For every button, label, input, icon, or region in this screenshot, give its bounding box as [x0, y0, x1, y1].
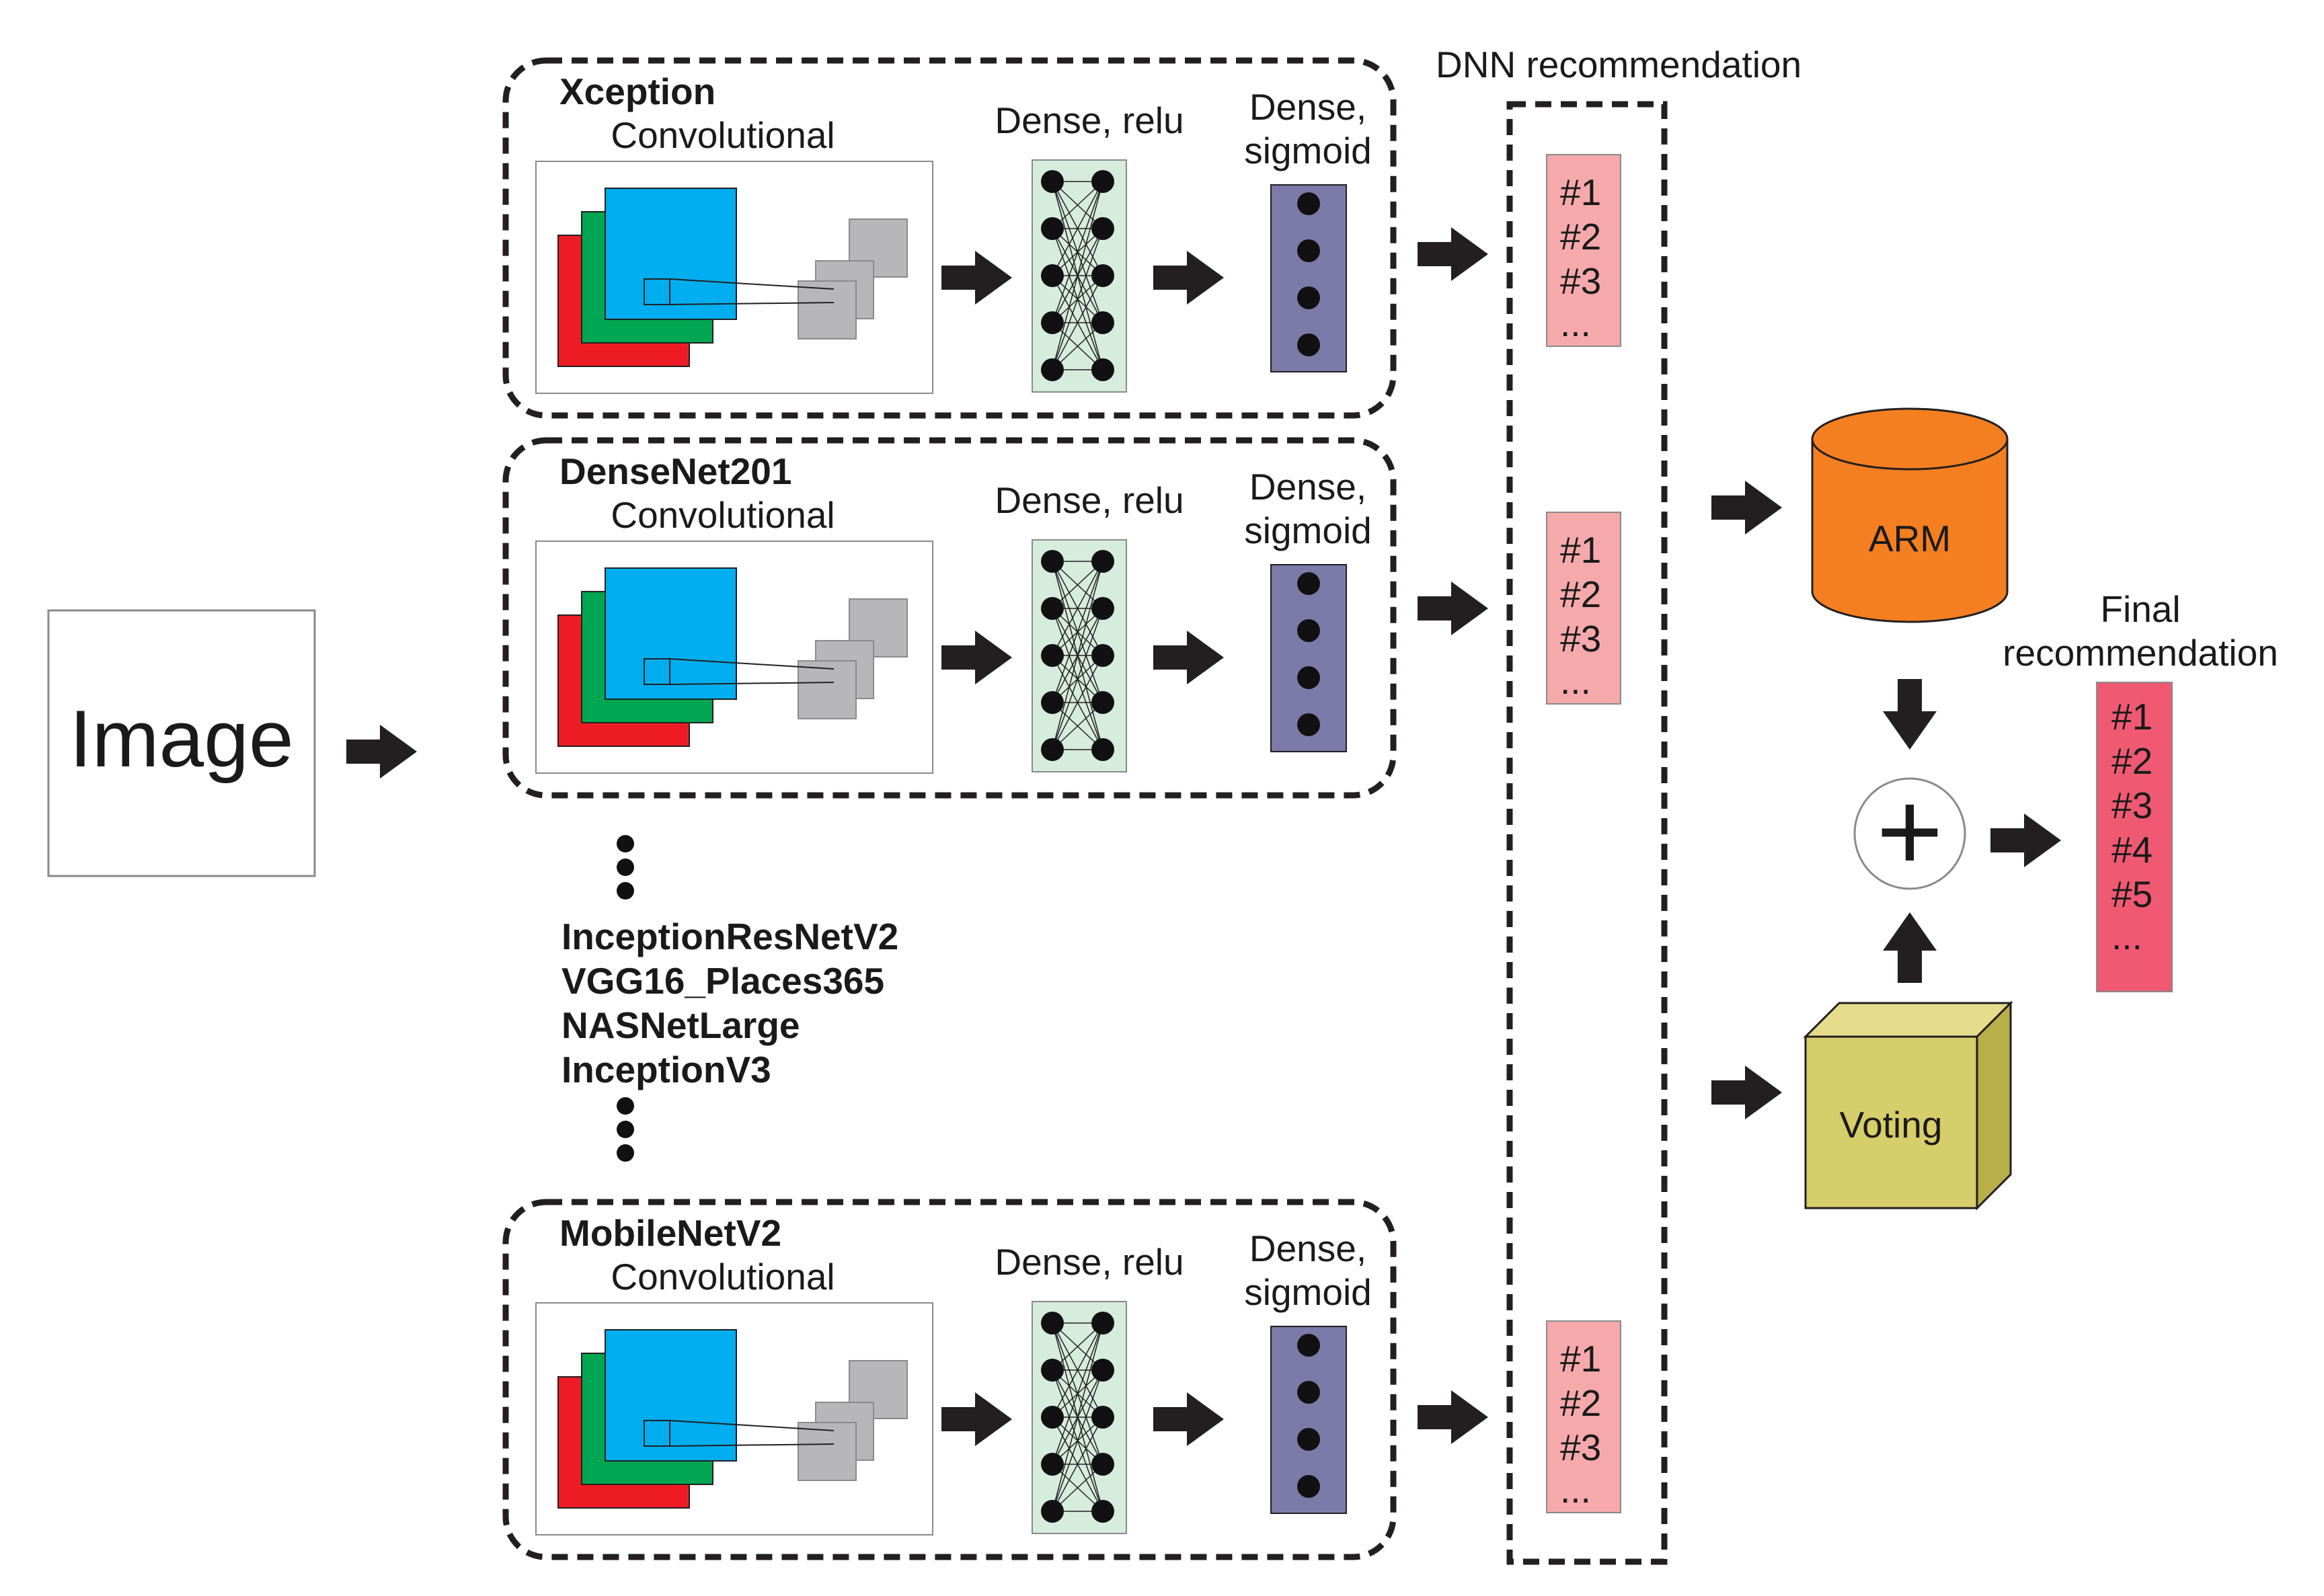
voting-node: Voting — [1803, 1000, 2013, 1211]
final-title-line2: recommendation — [2003, 632, 2278, 674]
module-name: Xception — [559, 71, 715, 112]
dnn-list-item: #1 — [1560, 1338, 1601, 1380]
arrow-dnn-to-voting — [1711, 1066, 1782, 1119]
dnn-list-item: ... — [1560, 1469, 1591, 1511]
dnn-list-item: #3 — [1560, 1427, 1601, 1468]
dnn-list-item: #2 — [1560, 1382, 1601, 1424]
dnn-list-item: #1 — [1560, 171, 1601, 213]
combine-node: + — [1853, 768, 1966, 895]
arrow-dense-to-sigmoid — [1153, 1392, 1224, 1446]
dense-sigmoid-layer — [1270, 564, 1347, 752]
arrow-conv-to-dense — [941, 1392, 1012, 1446]
dense-sigmoid-label-line2: sigmoid — [1244, 130, 1372, 171]
conv-feature-maps — [535, 1302, 933, 1535]
dense-sigmoid-layer — [1270, 1326, 1347, 1514]
other-models-list: InceptionResNetV2 VGG16_Places365 NASNet… — [561, 916, 898, 1090]
voting-label: Voting — [1840, 1104, 1943, 1146]
plus-icon: + — [1876, 768, 1943, 895]
dnn-list-2: #1 #2 #3 ... — [1546, 512, 1621, 705]
module-xception: Xception Convolutional Dense, relu — [502, 57, 1397, 419]
dense-relu-layer — [1032, 159, 1127, 393]
dnn-list-item: #2 — [1560, 216, 1601, 257]
dnn-list-item: #3 — [1560, 618, 1601, 660]
module-name: MobileNetV2 — [559, 1212, 781, 1254]
dnn-list-item: #1 — [1560, 529, 1601, 571]
dnn-list-item: ... — [1560, 303, 1591, 344]
final-list-item: ... — [2112, 916, 2142, 957]
dnn-list-item: #3 — [1560, 260, 1601, 302]
dense-relu-layer — [1032, 539, 1127, 772]
arrow-module1-to-dnn — [1418, 227, 1488, 281]
ellipsis-bottom — [617, 1097, 634, 1162]
dense-relu-label: Dense, relu — [995, 99, 1184, 141]
dense-relu-label: Dense, relu — [995, 1241, 1184, 1283]
arrow-module3-to-dnn — [1418, 1390, 1488, 1444]
final-list-item: #1 — [2112, 696, 2153, 737]
arm-node: ARM — [1811, 407, 2009, 623]
dense-sigmoid-layer — [1270, 184, 1347, 372]
arrow-dense-to-sigmoid — [1153, 251, 1224, 305]
arrow-image-to-modules — [346, 725, 417, 779]
arrow-dnn-to-arm — [1711, 481, 1782, 534]
ellipsis-top — [617, 835, 634, 900]
other-model-name: NASNetLarge — [561, 1004, 800, 1046]
dense-sigmoid-label-line2: sigmoid — [1244, 510, 1372, 551]
module-mobilenetv2: MobileNetV2 Convolutional Dense, relu — [502, 1199, 1397, 1560]
arrow-conv-to-dense — [941, 631, 1012, 684]
conv-feature-maps — [535, 161, 933, 394]
dense-sigmoid-label-line1: Dense, — [1249, 1228, 1366, 1269]
final-list-item: #5 — [2112, 873, 2153, 915]
final-list-item: #3 — [2112, 785, 2153, 826]
dense-sigmoid-label-line2: sigmoid — [1244, 1271, 1372, 1313]
arm-label: ARM — [1869, 518, 1951, 559]
other-model-name: VGG16_Places365 — [561, 960, 884, 1002]
arrow-dense-to-sigmoid — [1153, 631, 1224, 684]
dnn-recommendation-frame — [1506, 101, 1668, 1565]
conv-label: Convolutional — [611, 114, 835, 156]
conv-label: Convolutional — [611, 1256, 835, 1298]
dnn-list-1: #1 #2 #3 ... — [1546, 154, 1621, 347]
conv-label: Convolutional — [611, 494, 835, 536]
arrow-combine-to-final — [1990, 813, 2061, 867]
dnn-recommendation-title: DNN recommendation — [1436, 44, 1802, 85]
module-name: DenseNet201 — [559, 450, 791, 492]
arrow-voting-to-combine — [1883, 912, 1937, 983]
dense-sigmoid-label-line1: Dense, — [1249, 466, 1366, 508]
dense-sigmoid-label-line1: Dense, — [1249, 86, 1366, 128]
module-densenet201: DenseNet201 Convolutional Dense, relu — [502, 437, 1397, 799]
final-list-item: #4 — [2112, 829, 2153, 871]
arrow-arm-to-combine — [1883, 679, 1937, 750]
other-model-name: InceptionResNetV2 — [561, 916, 898, 957]
input-image-label: Image — [69, 694, 294, 784]
arrow-module2-to-dnn — [1418, 582, 1488, 635]
input-image-node: Image — [47, 609, 316, 877]
dnn-list-3: #1 #2 #3 ... — [1546, 1320, 1621, 1513]
final-title-line1: Final — [2100, 588, 2180, 630]
dnn-list-item: #2 — [1560, 573, 1601, 615]
conv-feature-maps — [535, 541, 933, 774]
dnn-list-item: ... — [1560, 660, 1591, 702]
dense-relu-layer — [1032, 1301, 1127, 1534]
other-model-name: InceptionV3 — [561, 1049, 771, 1090]
final-list-item: #2 — [2112, 740, 2153, 782]
dense-relu-label: Dense, relu — [995, 479, 1184, 521]
final-list: #1 #2 #3 #4 #5 ... — [2096, 682, 2173, 992]
arrow-conv-to-dense — [941, 251, 1012, 305]
